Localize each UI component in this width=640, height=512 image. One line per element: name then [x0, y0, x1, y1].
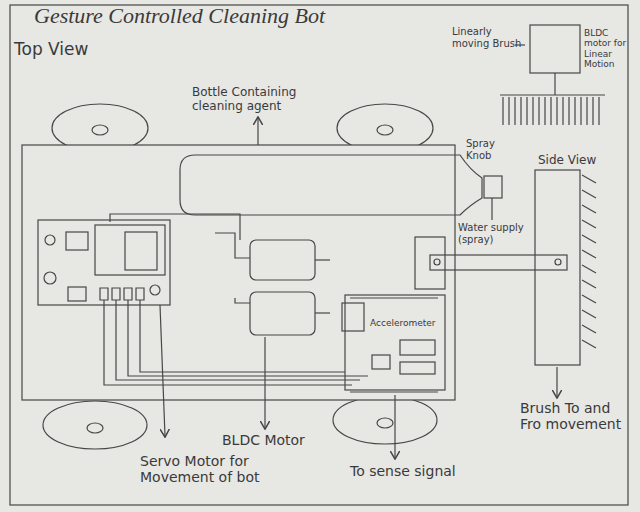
- part-label: To sense signal: [350, 463, 456, 479]
- part-label: Brush To and Fro movement: [520, 400, 632, 432]
- part-label: Water supply (spray): [458, 222, 530, 245]
- part-label: Accelerometer: [368, 318, 438, 328]
- part-label: Bottle Containing cleaning agent: [192, 86, 332, 114]
- part-label: Linearly moving Brush: [452, 26, 526, 49]
- part-label: BLDC motor for Linear Motion: [584, 28, 636, 69]
- part-label: Servo Motor for Movement of bot: [140, 453, 310, 485]
- view-label: Side View: [538, 154, 596, 168]
- view-label: Top View: [14, 40, 88, 60]
- title: Gesture Controlled Cleaning Bot: [34, 3, 325, 29]
- part-label: Spray Knob: [466, 138, 512, 161]
- part-label: BLDC Motor: [222, 432, 305, 448]
